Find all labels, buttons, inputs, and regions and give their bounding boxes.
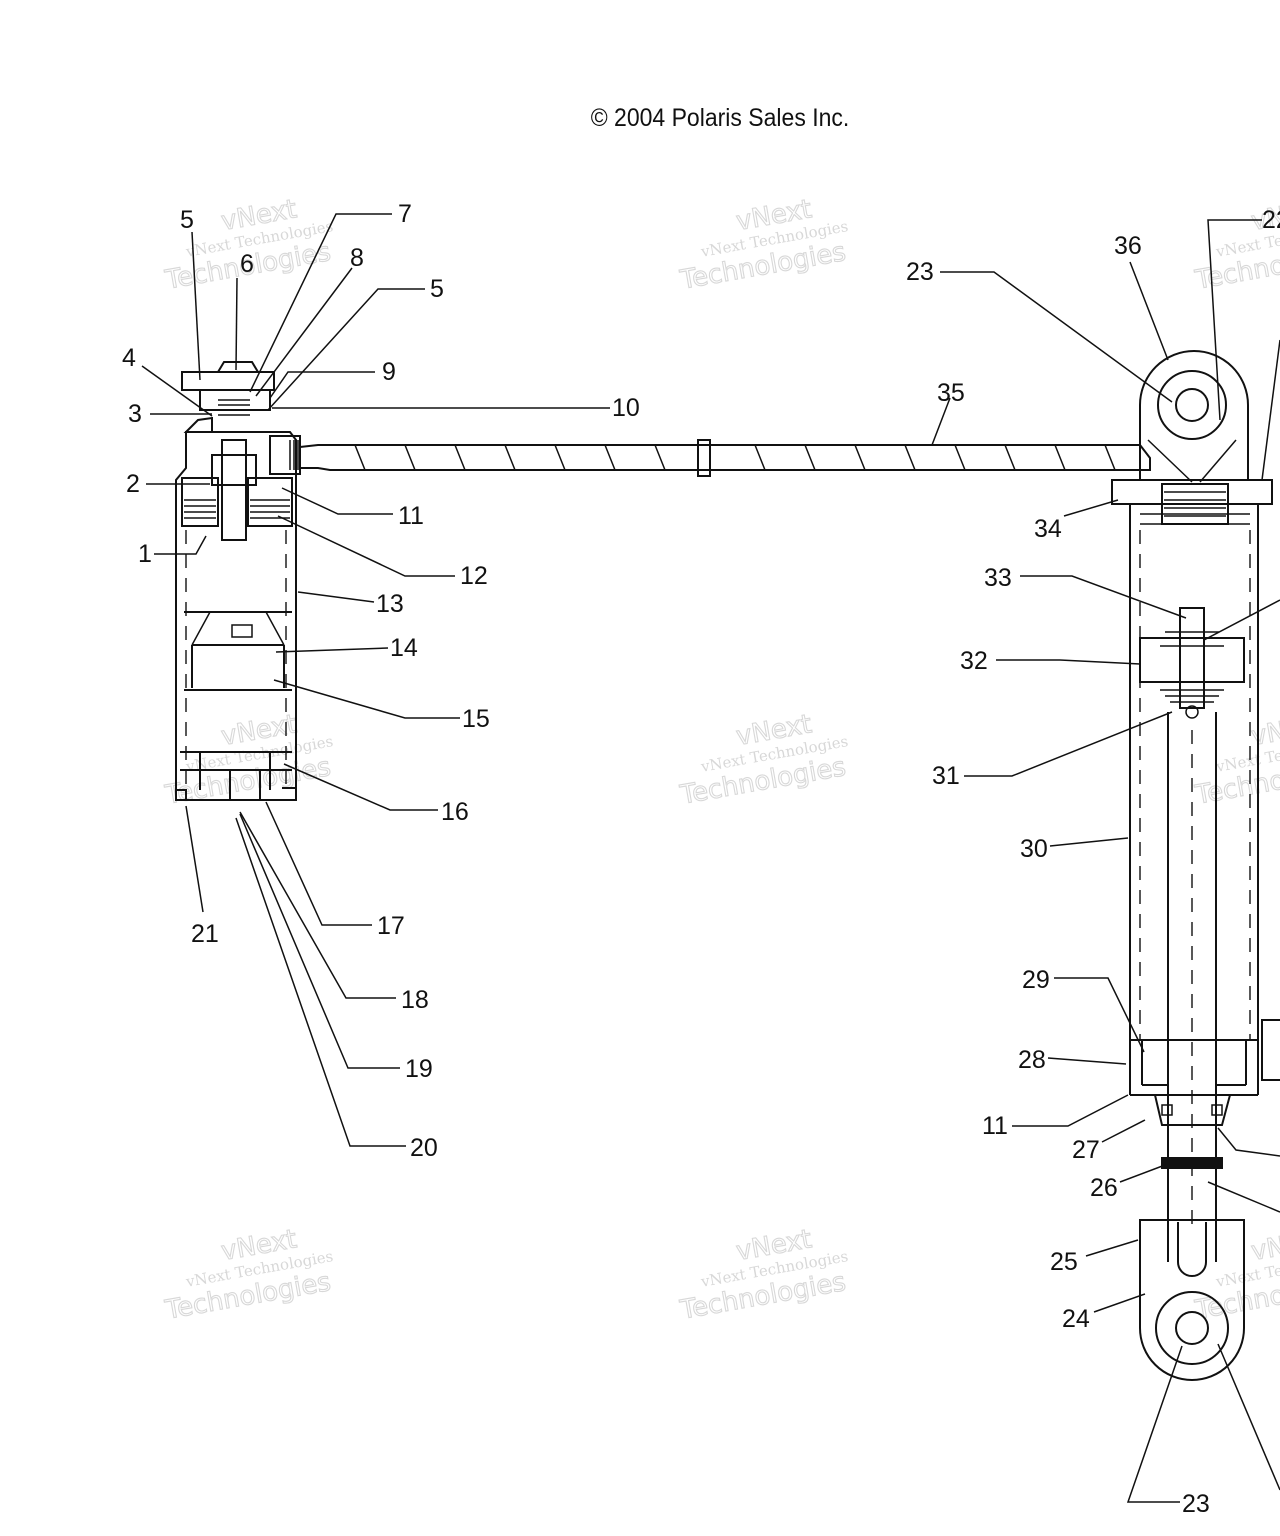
callout-18: 18 (401, 986, 429, 1014)
main-shock (1111, 350, 1280, 1381)
callout-14: 14 (390, 634, 418, 662)
callout-24: 24 (1062, 1305, 1090, 1333)
watermark-line2: vNext (1249, 1224, 1280, 1267)
floating-piston-bevels (191, 611, 285, 646)
callout-4: 4 (122, 344, 136, 372)
body-cylinder (1129, 504, 1259, 1095)
watermark: vNext vNext Technologies Technologies (1192, 709, 1280, 812)
body-cap-spring-coils (1140, 491, 1250, 525)
piston-stop (1185, 705, 1199, 719)
callout-labels: 5 6 7 8 5 4 9 3 10 2 11 1 12 13 14 15 16… (122, 200, 1280, 1518)
hose-fitting-threads (289, 440, 299, 470)
callout-6: 6 (240, 250, 254, 278)
callout-23-second: 23 (1182, 1490, 1210, 1518)
callout-1: 1 (138, 540, 152, 568)
callout-35: 35 (937, 379, 965, 407)
valve-stack-right (247, 477, 293, 527)
o-ring (1161, 1157, 1223, 1169)
watermark: vNext vNext Technologies Technologies (677, 194, 850, 297)
reservoir-hose-fitting (269, 435, 301, 475)
watermark-line2: vNext (1249, 709, 1280, 752)
callout-34: 34 (1034, 515, 1062, 543)
bearing (1161, 1104, 1223, 1116)
callout-21: 21 (191, 920, 219, 948)
shaft (1167, 712, 1217, 1262)
reservoir-canister (175, 361, 301, 801)
reservoir-nut (211, 454, 257, 486)
callout-32: 32 (960, 647, 988, 675)
callout-33: 33 (984, 564, 1012, 592)
callout-17: 17 (377, 912, 405, 940)
watermark: vNext vNext Technologies Technologies (162, 1224, 335, 1327)
reservoir-spring-top (218, 399, 250, 416)
callout-25: 25 (1050, 1248, 1078, 1276)
top-bushing-inner (1175, 388, 1209, 422)
callout-28: 28 (1018, 1046, 1046, 1074)
callout-31: 31 (932, 762, 960, 790)
reservoir-end-cap (176, 751, 297, 800)
callout-16: 16 (441, 798, 469, 826)
copyright-notice: © 2004 Polaris Sales Inc. (590, 104, 850, 132)
reservoir-shaft (221, 439, 247, 541)
top-eyelet-diagonals (1147, 439, 1237, 483)
callout-5: 5 (180, 206, 194, 234)
callout-19: 19 (405, 1055, 433, 1083)
watermark: vNext vNext Technologies Technologies (1192, 1224, 1280, 1327)
callout-20: 20 (410, 1134, 438, 1162)
callout-11: 11 (398, 502, 424, 530)
callout-12: 12 (460, 562, 488, 590)
seal-head (1130, 1039, 1258, 1126)
callout-15: 15 (462, 705, 490, 733)
hose-hatching (354, 444, 1116, 471)
bottom-bushing-inner (1175, 1311, 1209, 1345)
callout-8: 8 (350, 244, 364, 272)
top-eyelet (1139, 350, 1249, 480)
callout-29: 29 (1022, 966, 1050, 994)
watermark: vNext vNext Technologies Technologies (677, 709, 850, 812)
piston-shims (1160, 631, 1224, 703)
leader-lines (141, 213, 1280, 1503)
watermark: vNext vNext Technologies Technologies (1192, 194, 1280, 297)
callout-23: 23 (906, 258, 934, 286)
callout-26: 26 (1090, 1174, 1118, 1202)
callout-36: 36 (1114, 232, 1142, 260)
callout-22: 22 (1262, 206, 1280, 234)
callout-27: 27 (1072, 1136, 1100, 1164)
bottom-bushing-outer (1155, 1291, 1229, 1365)
shaft-end (1177, 1222, 1207, 1277)
callout-2: 2 (126, 470, 140, 498)
reservoir-hose (299, 439, 1151, 477)
callout-13: 13 (376, 590, 404, 618)
piston-stem (1179, 607, 1205, 709)
reservoir-cap (181, 371, 275, 391)
callout-7: 7 (398, 200, 412, 228)
watermark-group: vNext vNext Technologies Technologies vN… (162, 194, 1280, 1327)
valve-stack-shims (184, 499, 290, 519)
watermark: vNext vNext Technologies Technologies (162, 194, 335, 297)
piston (1139, 637, 1245, 683)
watermark: vNext vNext Technologies Technologies (162, 709, 335, 812)
reservoir-valve-knob (217, 361, 259, 373)
floating-piston (184, 611, 292, 691)
callout-11-second: 11 (982, 1112, 1008, 1140)
valve-stack-left (181, 477, 219, 527)
callout-10: 10 (612, 394, 640, 422)
reservoir-inner-wall (185, 530, 287, 790)
top-bushing-outer (1157, 370, 1227, 440)
callout-3: 3 (128, 400, 142, 428)
adjuster-knob (1261, 1019, 1280, 1081)
watermark: vNext vNext Technologies Technologies (677, 1224, 850, 1327)
bottom-clevis (1139, 1219, 1245, 1381)
hose-center-band (697, 439, 711, 477)
callout-5-second: 5 (430, 275, 444, 303)
callout-30: 30 (1020, 835, 1048, 863)
callout-9: 9 (382, 358, 396, 386)
